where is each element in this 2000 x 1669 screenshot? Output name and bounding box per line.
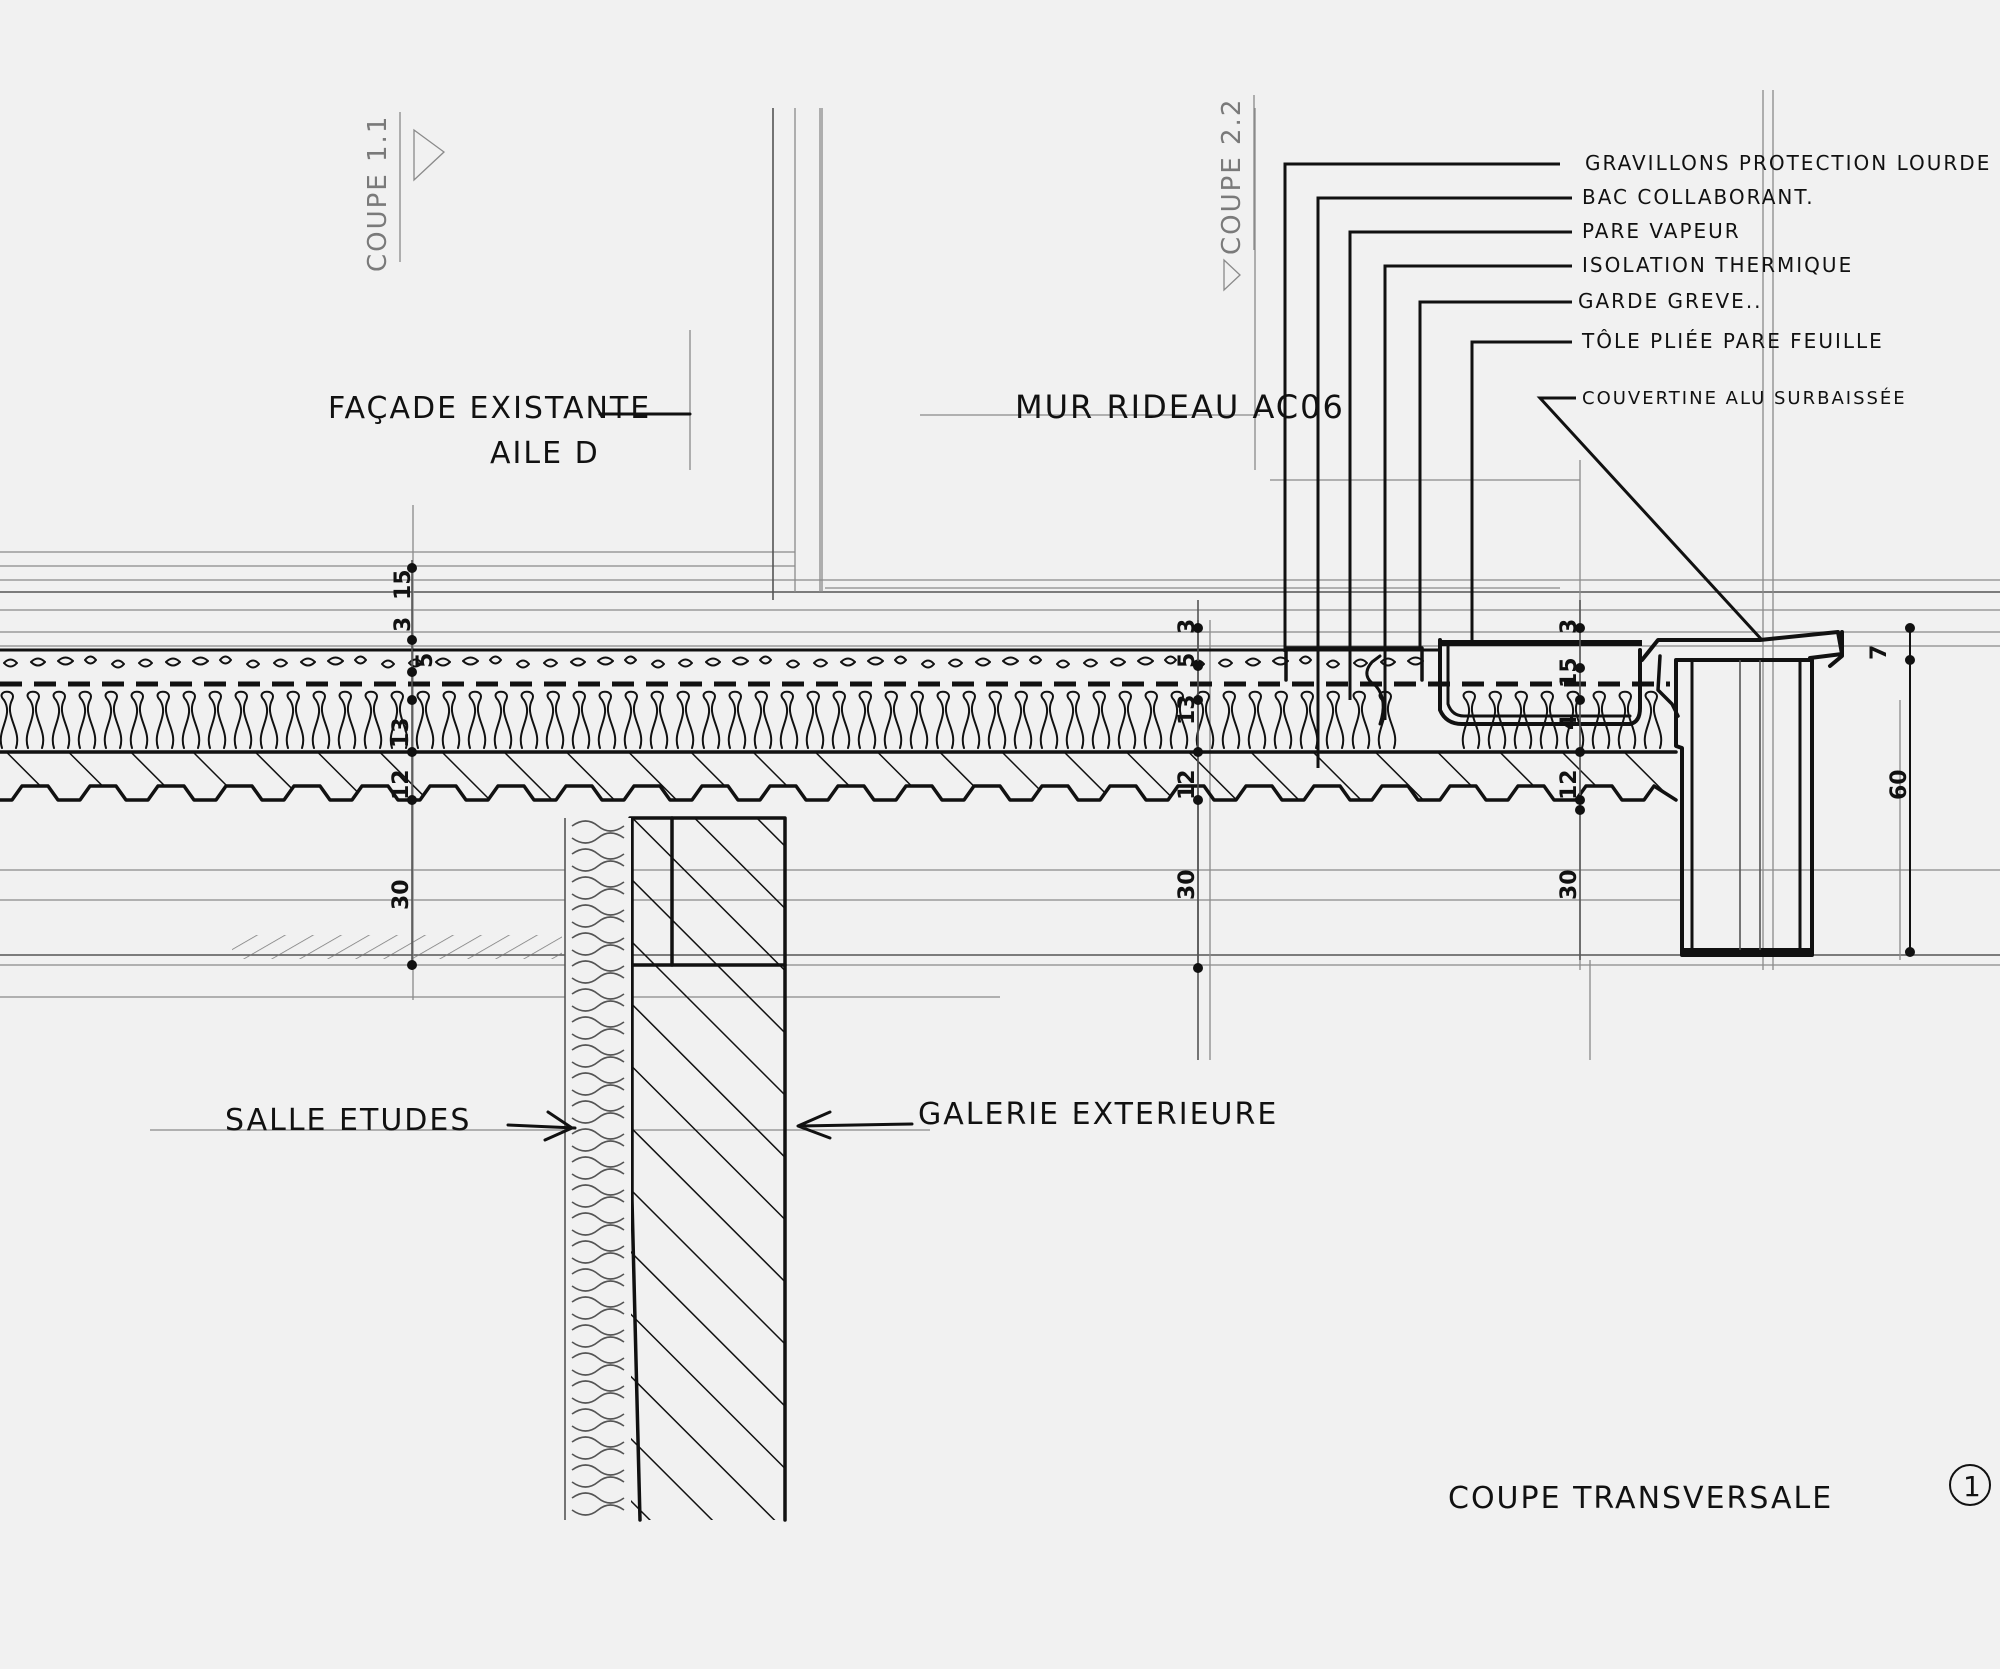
wing-label: AILE D (490, 436, 600, 471)
steel-deck-slab (0, 750, 1678, 802)
dimension-dot (1193, 795, 1203, 805)
sheet-number: 1 (1963, 1470, 1983, 1503)
dimension-dot (1575, 695, 1585, 705)
legend-item: ISOLATION THERMIQUE (1582, 253, 1853, 277)
dim-text: 4 (1557, 715, 1582, 730)
legend-item: GARDE GREVE.. (1578, 289, 1763, 313)
dim-text: 15 (391, 569, 416, 600)
svg-text:COUPE 2.2: COUPE 2.2 (1217, 98, 1247, 255)
dimension-dot (1193, 695, 1203, 705)
dim-text: 12 (389, 769, 414, 800)
dimension-dot (407, 795, 417, 805)
dimension-dot (1193, 747, 1203, 757)
legend-item: PARE VAPEUR (1582, 219, 1741, 243)
dim-text: 12 (1175, 769, 1200, 800)
dim-text: 5 (1175, 653, 1200, 668)
gravel-layer (0, 648, 1442, 669)
dimension-dots (407, 563, 1915, 973)
cross-section-title: COUPE TRANSVERSALE (1448, 1481, 1833, 1516)
legend: GRAVILLONS PROTECTION LOURDE BAC COLLABO… (1578, 151, 1991, 409)
dim-text: 30 (389, 879, 414, 910)
dim-text: 60 (1887, 769, 1912, 800)
dimension-dot (1905, 623, 1915, 633)
outdoor-gallery-label: GALERIE EXTERIEURE (918, 1097, 1278, 1132)
legend-item: BAC COLLABORANT. (1582, 185, 1815, 209)
dim-text: 30 (1557, 869, 1582, 900)
dimension-dot (1575, 805, 1585, 815)
dimension-dot (1905, 655, 1915, 665)
dim-text: 5 (413, 653, 438, 668)
svg-text:COUPE 1.1: COUPE 1.1 (363, 115, 393, 272)
dimensions-edge: 7 60 (1867, 645, 1912, 800)
sheet-number-circle (1949, 1464, 1991, 1506)
section-mark-22: COUPE 2.2 (1217, 95, 1255, 292)
dimension-dot (407, 960, 417, 970)
dimensions-right: 3 15 4 12 30 (1557, 619, 1582, 900)
dim-text: 15 (1557, 657, 1582, 688)
facade-label: FAÇADE EXISTANTE (328, 391, 651, 426)
dim-text: 3 (1557, 619, 1582, 634)
legend-item: TÔLE PLIÉE PARE FEUILLE (1581, 329, 1884, 353)
dimension-dot (407, 563, 417, 573)
dimension-dot (407, 635, 417, 645)
dim-text: 3 (1175, 619, 1200, 634)
leader-lines (1283, 162, 1764, 768)
dimension-dot (1575, 747, 1585, 757)
legend-item: GRAVILLONS PROTECTION LOURDE (1585, 151, 1991, 175)
dimension-dot (1905, 947, 1915, 957)
legend-item: COUVERTINE ALU SURBAISSÉE (1582, 387, 1907, 409)
existing-wall (232, 816, 787, 1522)
dim-text: 30 (1175, 869, 1200, 900)
dimension-dot (407, 695, 417, 705)
dim-text: 13 (1175, 694, 1200, 725)
dimension-dot (407, 667, 417, 677)
dim-text: 7 (1867, 645, 1892, 660)
dimensions-left: 3 15 5 13 12 30 (389, 569, 438, 910)
dimension-dot (1575, 795, 1585, 805)
dimension-dot (1193, 623, 1203, 633)
dimension-dot (1575, 663, 1585, 673)
dim-text: 13 (389, 717, 414, 748)
insulation-layer (0, 690, 1663, 749)
dim-text: 12 (1557, 769, 1582, 800)
dimension-dot (1193, 963, 1203, 973)
dimension-dot (1193, 661, 1203, 671)
dimension-dot (407, 747, 417, 757)
study-room-label: SALLE ETUDES (225, 1103, 471, 1138)
curtain-wall-label: MUR RIDEAU AC06 (1015, 388, 1345, 426)
edge-detail (1284, 630, 1844, 957)
section-mark-11: COUPE 1.1 (363, 112, 446, 272)
dimension-dot (1575, 623, 1585, 633)
dimension-lines (411, 560, 1911, 970)
dim-text: 3 (391, 617, 416, 632)
dimensions-middle: 3 5 13 12 30 (1175, 619, 1200, 900)
